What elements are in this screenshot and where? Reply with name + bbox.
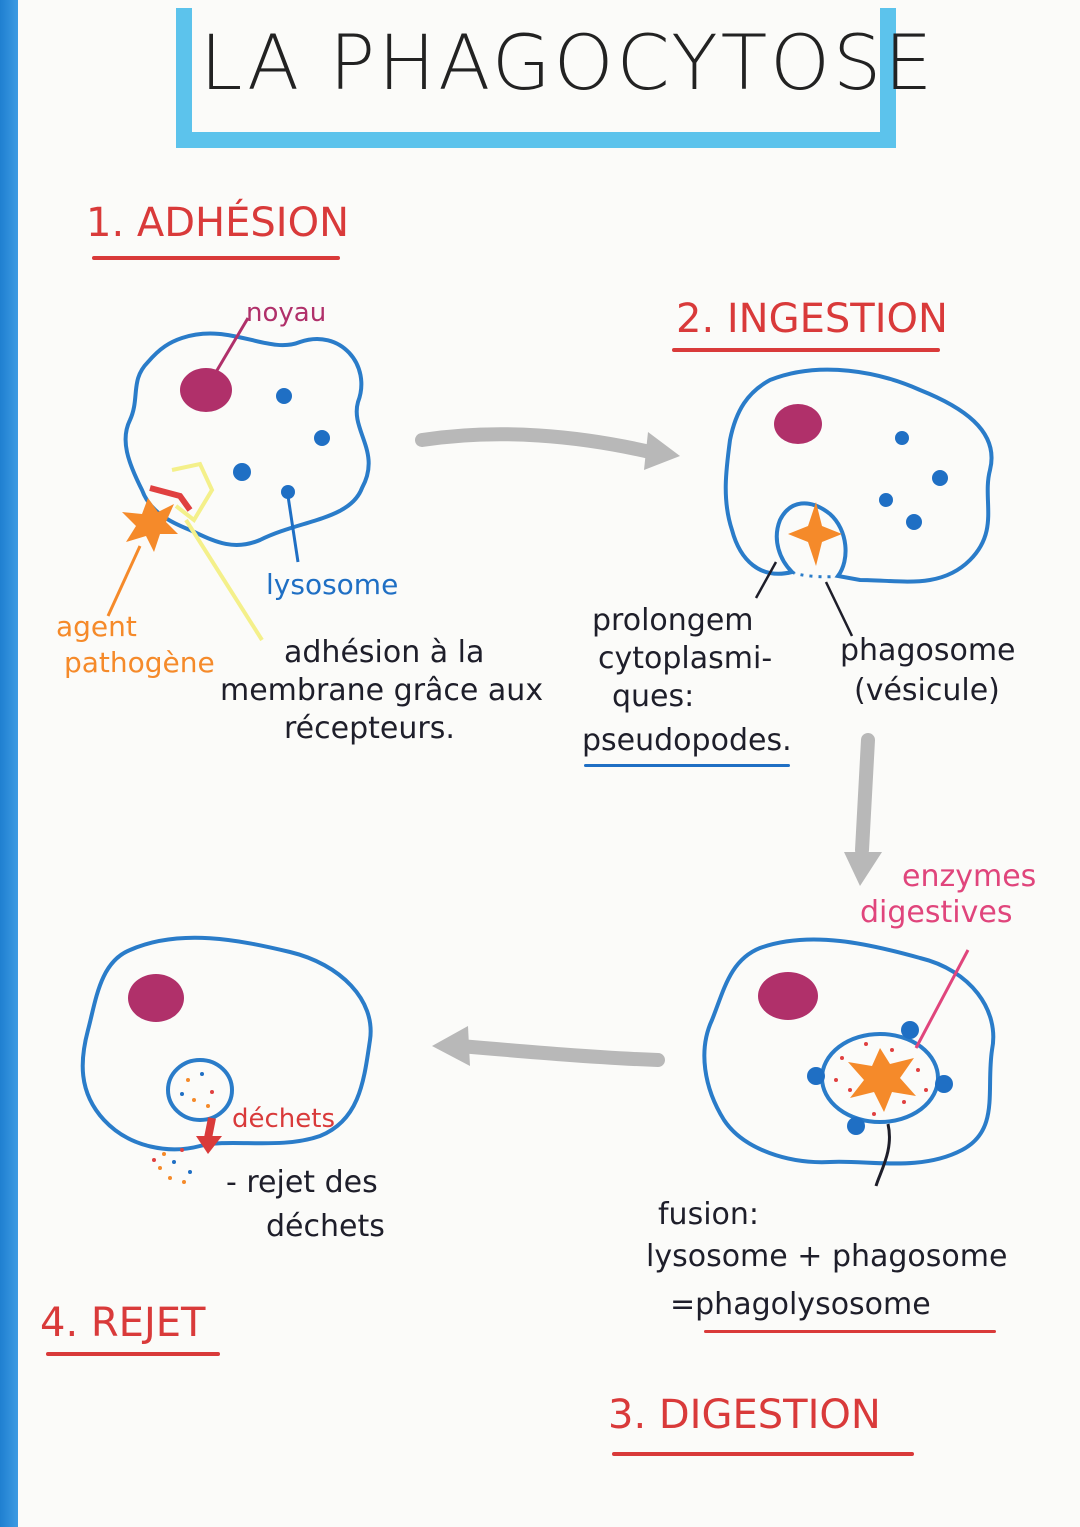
adhesion-text-line-3: récepteurs. xyxy=(284,711,455,746)
lysosome-dot xyxy=(935,1075,953,1093)
exocytosis-arrow-head xyxy=(196,1136,222,1154)
step-digestion-heading: 3. DIGESTION xyxy=(608,1392,881,1438)
cell-rejet xyxy=(80,935,373,1184)
label-vesicule: (vésicule) xyxy=(854,673,1000,708)
exocytosis-arrow xyxy=(204,1117,216,1139)
nucleus xyxy=(758,972,818,1020)
label-pathogene: pathogène xyxy=(64,646,215,679)
cell-membrane xyxy=(80,935,373,1152)
label-agent: agent xyxy=(56,610,137,643)
arrow-head xyxy=(644,432,680,470)
lysosome-dot xyxy=(807,1067,825,1085)
cell-adhesion xyxy=(106,317,371,642)
label-phagosome: phagosome xyxy=(840,633,1016,668)
rejet-text-line-1: - rejet des xyxy=(226,1165,378,1200)
cell-membrane xyxy=(123,331,371,547)
step-adhesion-underline xyxy=(92,256,340,260)
pseudopod-text-line-4: pseudopodes. xyxy=(582,723,792,758)
arrow-adhesion-to-ingestion xyxy=(415,427,657,459)
arrow-head xyxy=(432,1026,470,1066)
pseudopod-text-line-1: prolongem xyxy=(592,603,754,638)
arrow-digestion-to-rejet xyxy=(453,1039,665,1067)
waste-dots xyxy=(152,1072,214,1184)
cell-digestion xyxy=(702,937,996,1187)
adhesion-text-line-1: adhésion à la xyxy=(284,635,485,670)
lysosome-dot xyxy=(895,431,909,445)
lysosome-dot xyxy=(281,485,295,499)
cell-membrane xyxy=(702,937,996,1166)
fusion-pointer xyxy=(874,1123,891,1187)
arrow-head xyxy=(844,852,882,886)
cell-ingestion xyxy=(723,367,994,637)
step-rejet-underline xyxy=(46,1352,220,1356)
pseudopod-text-line-2: cytoplasmi- xyxy=(598,641,773,676)
page-title: LA PHAGOCYTOSE xyxy=(200,18,936,107)
binder-edge xyxy=(0,0,18,1527)
step-ingestion-underline xyxy=(672,348,940,352)
phagolysosome-underline xyxy=(704,1330,996,1333)
fusion-text-line-1: fusion: xyxy=(658,1197,760,1232)
pseudopod-closure xyxy=(791,570,839,579)
lysosome-dot xyxy=(233,463,251,481)
label-enzymes: enzymes xyxy=(902,859,1037,894)
cell-membrane xyxy=(723,367,994,584)
pseudopod-pointer xyxy=(754,561,778,599)
lysosome-dot xyxy=(847,1117,865,1135)
nucleus xyxy=(774,404,822,444)
fusion-text-line-2: lysosome + phagosome xyxy=(646,1239,1008,1274)
adhesion-contact xyxy=(149,485,193,512)
receptor-highlight xyxy=(171,461,215,523)
lysosome-pointer xyxy=(286,495,300,563)
noyau-pointer xyxy=(214,317,250,373)
arrow-ingestion-to-digestion xyxy=(855,733,875,857)
lysosome-dot xyxy=(314,430,330,446)
step-ingestion-heading: 2. INGESTION xyxy=(676,296,948,342)
lysosome-dot xyxy=(901,1021,919,1039)
nucleus xyxy=(180,368,232,412)
lysosome-dot xyxy=(276,388,292,404)
step-rejet-heading: 4. REJET xyxy=(40,1300,206,1346)
step-adhesion-heading: 1. ADHÉSION xyxy=(86,200,349,246)
lysosome-dot xyxy=(932,470,948,486)
paper-sheet xyxy=(18,0,1080,1527)
adhesion-text-line-2: membrane grâce aux xyxy=(220,673,544,708)
label-digestives: digestives xyxy=(860,895,1013,930)
enzyme-dots xyxy=(834,1042,928,1116)
step-digestion-underline xyxy=(612,1452,914,1456)
pathogen xyxy=(122,498,178,552)
enzymes-pointer xyxy=(914,949,970,1049)
pathogen-pointer xyxy=(106,545,142,617)
label-dechets: déchets xyxy=(232,1104,336,1134)
rejet-text-line-2: déchets xyxy=(266,1209,385,1244)
residual-vesicle xyxy=(166,1058,234,1122)
label-lysosome: lysosome xyxy=(266,568,399,601)
pathogen xyxy=(788,502,842,566)
lysosome-dot xyxy=(906,514,922,530)
receptor-pointer xyxy=(184,518,264,642)
pseudopodes-underline xyxy=(584,764,790,767)
pathogen xyxy=(848,1048,916,1112)
lysosome-dot xyxy=(879,493,893,507)
nucleus xyxy=(128,974,184,1022)
fusion-text-line-3: =phagolysosome xyxy=(670,1287,931,1322)
pseudopod-text-line-3: ques: xyxy=(612,679,695,714)
label-noyau: noyau xyxy=(246,298,327,328)
phagosome-pointer xyxy=(824,581,854,637)
title-frame xyxy=(176,8,896,148)
